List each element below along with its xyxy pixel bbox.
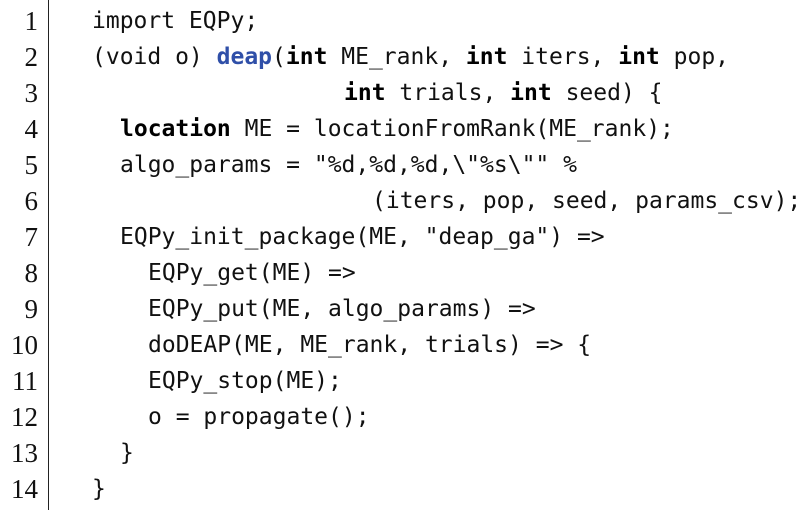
code-token: ME_rank, [327, 44, 466, 70]
code-line: 7 EQPy_init_package(ME, "deap_ga") => [0, 219, 800, 255]
code-text: (iters, pop, seed, params_csv); [372, 183, 800, 219]
code-text: location ME = locationFromRank(ME_rank); [120, 111, 674, 147]
code-token: EQPy_stop(ME); [148, 368, 342, 394]
code-line: 2(void o) deap(int ME_rank, int iters, i… [0, 39, 800, 75]
code-line: 4 location ME = locationFromRank(ME_rank)… [0, 111, 800, 147]
code-token: pop, [659, 44, 730, 70]
code-line: 3 int trials, int seed) { [0, 75, 800, 111]
code-line: 14} [0, 471, 800, 507]
code-token: (void o) [92, 44, 217, 70]
keyword: int [344, 80, 386, 106]
code-text: EQPy_init_package(ME, "deap_ga") => [120, 219, 605, 255]
line-number: 8 [24, 258, 39, 288]
code-token: EQPy_get(ME) => [148, 260, 356, 286]
code-line: 5 algo_params = "%d,%d,%d,\"%s\"" % [0, 147, 800, 183]
line-number: 13 [11, 438, 38, 468]
keyword: int [465, 44, 508, 70]
code-text: import EQPy; [92, 3, 258, 39]
code-token: seed) { [551, 80, 663, 106]
code-text: EQPy_get(ME) => [148, 255, 356, 291]
keyword: int [285, 44, 328, 70]
line-number: 10 [11, 330, 38, 360]
keyword: int [618, 44, 660, 70]
code-token: (iters, pop, seed, params_csv); [372, 188, 800, 214]
code-token: ME = locationFromRank(ME_rank); [230, 116, 674, 142]
code-line: 8 EQPy_get(ME) => [0, 255, 800, 291]
line-number: 9 [24, 294, 39, 324]
code-token: } [92, 476, 106, 502]
code-token: doDEAP(ME, ME_rank, trials) => { [148, 332, 592, 358]
code-token: import EQPy; [92, 8, 259, 34]
code-text: } [120, 435, 134, 471]
code-token: trials, [385, 80, 511, 106]
code-token: algo_params = "%d,%d,%d,\"%s\"" % [120, 152, 577, 178]
code-text: int trials, int seed) { [344, 75, 663, 111]
line-number: 7 [24, 222, 39, 252]
code-token: EQPy_put(ME, algo_params) => [148, 296, 536, 322]
code-text: EQPy_stop(ME); [148, 363, 342, 399]
code-text: } [92, 471, 106, 507]
line-number: 6 [24, 186, 39, 216]
line-number: 1 [24, 6, 39, 36]
keyword: location [120, 116, 231, 142]
keyword: int [510, 80, 552, 106]
function-name: deap [216, 44, 273, 70]
code-token: EQPy_init_package(ME, "deap_ga") => [120, 224, 605, 250]
line-number: 4 [24, 114, 39, 144]
line-number: 5 [24, 150, 39, 180]
code-line: 10 doDEAP(ME, ME_rank, trials) => { [0, 327, 800, 363]
line-number: 3 [24, 78, 39, 108]
code-token: iters, [507, 44, 619, 70]
code-line: 12 o = propagate(); [0, 399, 800, 435]
line-number: 12 [11, 402, 38, 432]
code-line: 11 EQPy_stop(ME); [0, 363, 800, 399]
code-line: 9 EQPy_put(ME, algo_params) => [0, 291, 800, 327]
code-text: algo_params = "%d,%d,%d,\"%s\"" % [120, 147, 577, 183]
code-line: 1 import EQPy; [0, 3, 800, 39]
code-text: EQPy_put(ME, algo_params) => [148, 291, 536, 327]
code-token: ( [272, 44, 286, 70]
code-text: doDEAP(ME, ME_rank, trials) => { [148, 327, 591, 363]
code-token: } [120, 440, 134, 466]
line-number: 2 [24, 42, 39, 72]
line-number: 14 [11, 474, 38, 504]
code-line: 13} [0, 435, 800, 471]
code-text: o = propagate(); [148, 399, 370, 435]
code-line: 6 (iters, pop, seed, params_csv); [0, 183, 800, 219]
code-text: (void o) deap(int ME_rank, int iters, in… [92, 39, 729, 75]
line-number: 11 [12, 366, 38, 396]
code-token: o = propagate(); [148, 404, 370, 430]
line-number-gutter [0, 0, 49, 510]
